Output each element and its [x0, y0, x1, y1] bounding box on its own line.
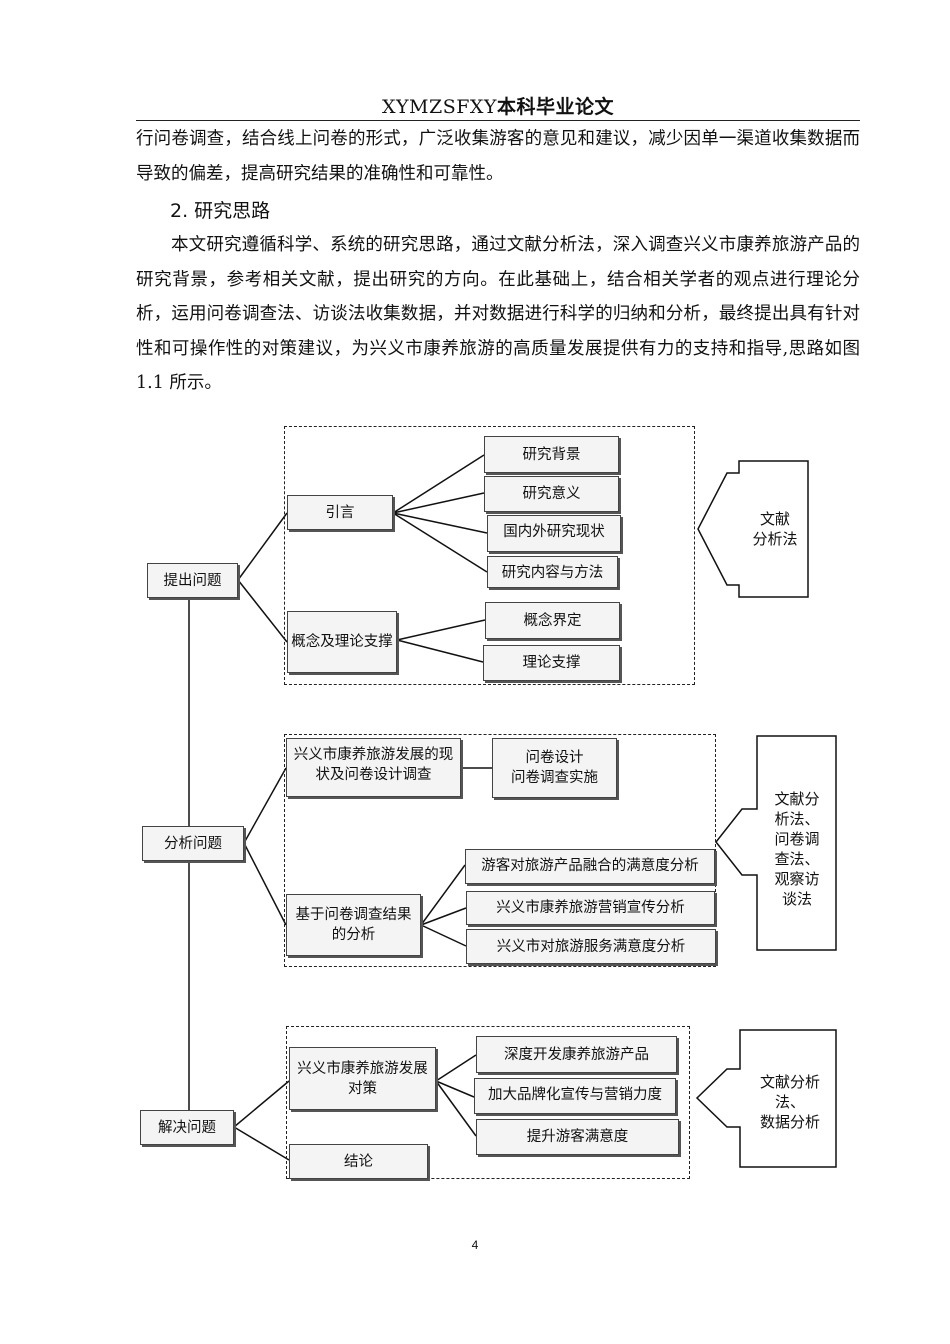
analysis-item-box: 兴义市康养旅游营销宣传分析	[466, 891, 715, 925]
status-box: 兴义市康养旅游发展的现状及问卷设计调查	[286, 738, 461, 797]
stage-box-3: 解决问题	[140, 1110, 234, 1145]
theory-item-box: 概念界定	[485, 602, 620, 639]
analysis-box: 基于问卷调查结果的分析	[286, 894, 421, 956]
intro-item-box: 研究意义	[484, 476, 619, 512]
questionnaire-box: 问卷设计 问卷调查实施	[492, 738, 617, 798]
intro-item-box: 国内外研究现状	[487, 515, 621, 552]
paragraph-2: 本文研究遵循科学、系统的研究思路，通过文献分析法，深入调查兴义市康养旅游产品的研…	[136, 235, 860, 393]
stage-box-2: 分析问题	[142, 826, 244, 861]
paragraph-1: 行问卷调查，结合线上问卷的形式，广泛收集游客的意见和建议，减少因单一渠道收集数据…	[136, 129, 860, 184]
strategy-item-box: 提升游客满意度	[476, 1119, 679, 1155]
method-label-3: 文献分析 法、 数据分析	[759, 1073, 820, 1131]
intro-item-box: 研究背景	[484, 436, 619, 473]
conclusion-box: 结论	[289, 1144, 428, 1179]
stage-box-1: 提出问题	[147, 563, 238, 598]
method-label-1: 文献 分析法	[752, 510, 798, 548]
intro-item-box: 研究内容与方法	[487, 556, 618, 588]
page-header: XYMZSFXY本科毕业论文	[136, 92, 860, 119]
page-number: 4	[471, 1238, 479, 1252]
strategy-item-box: 加大品牌化宣传与营销力度	[474, 1078, 676, 1114]
strategy-box: 兴义市康养旅游发展对策	[289, 1047, 436, 1110]
section-heading: 2. 研究思路	[170, 200, 271, 222]
header-code: XYMZSFXY	[381, 96, 497, 118]
strategy-item-box: 深度开发康养旅游产品	[476, 1036, 677, 1073]
analysis-item-box: 游客对旅游产品融合的满意度分析	[465, 849, 715, 884]
header-rule	[136, 120, 860, 121]
theory-item-box: 理论支撑	[483, 645, 620, 681]
intro-box: 引言	[287, 495, 393, 530]
group-frame-1	[284, 426, 695, 685]
method-label-2: 文献分 析法、 问卷调 查法、 观察访 谈法	[774, 790, 820, 908]
header-title: 本科毕业论文	[496, 96, 614, 118]
analysis-item-box: 兴义市对旅游服务满意度分析	[466, 929, 716, 964]
group-frame-2	[284, 734, 716, 967]
group-frame-3	[286, 1026, 690, 1179]
theory-box: 概念及理论支撑	[287, 611, 397, 673]
